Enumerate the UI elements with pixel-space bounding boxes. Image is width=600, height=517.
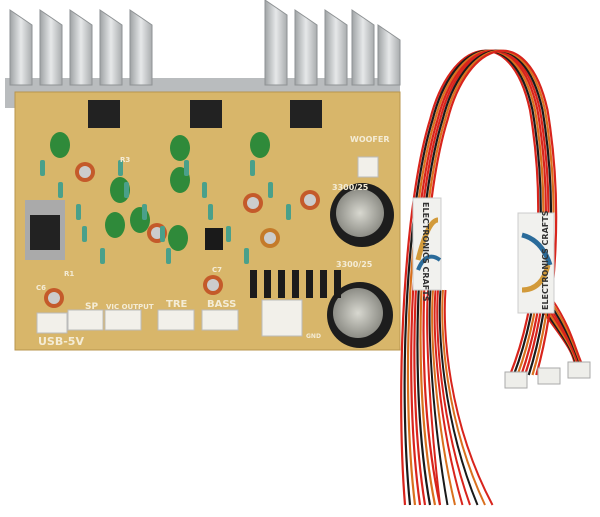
- resistor: [58, 182, 63, 198]
- sleeve-label-1: ELECTRONICS CRAFTS: [421, 202, 430, 302]
- resistor: [142, 204, 147, 220]
- diode: [306, 270, 313, 298]
- label-c6: C6: [36, 284, 46, 292]
- capacitor-top: [304, 194, 316, 206]
- heatsink-fin: [69, 9, 93, 86]
- label-woofer: WOOFER: [350, 135, 390, 144]
- wire-end: [436, 289, 471, 506]
- heatsink-fin: [351, 9, 375, 86]
- film-capacitor: [250, 132, 270, 158]
- wire-end: [433, 289, 464, 506]
- heatsink-fin: [9, 9, 33, 86]
- capacitor-top: [79, 166, 91, 178]
- resistor: [202, 182, 207, 198]
- sleeve-label-2: ELECTRONICS CRAFTS: [541, 210, 550, 310]
- resistor: [118, 160, 123, 176]
- label-vic-output: VIC OUTPUT: [106, 303, 154, 311]
- resistor: [268, 182, 273, 198]
- label-r1: R1: [64, 270, 74, 278]
- diode: [264, 270, 271, 298]
- resistor: [184, 160, 189, 176]
- capacitor-top: [48, 292, 60, 304]
- resistor: [76, 204, 81, 220]
- resistor: [226, 226, 231, 242]
- ic-chip: [205, 228, 223, 250]
- label-treble: TRE: [166, 299, 188, 310]
- label-cap-2: 3300/25: [336, 260, 373, 269]
- wire-end: [438, 289, 479, 506]
- small-components: [40, 132, 320, 308]
- film-capacitor: [50, 132, 70, 158]
- label-bass: BASS: [207, 299, 236, 310]
- heatsink-fin: [324, 9, 348, 86]
- capacitor-top: [247, 197, 259, 209]
- large-capacitors: [327, 183, 394, 348]
- diode: [278, 270, 285, 298]
- resistor: [166, 248, 171, 264]
- capacitor-top: [207, 279, 219, 291]
- heatsink-fin: [39, 9, 63, 86]
- wire: [422, 49, 558, 506]
- heatsink-fin: [129, 9, 153, 86]
- wire-end: [428, 289, 449, 506]
- diode: [320, 270, 327, 298]
- resistor: [40, 160, 45, 176]
- power-transistors: [25, 100, 322, 260]
- label-cap-1: 3300/25: [332, 183, 369, 192]
- film-capacitor: [170, 135, 190, 161]
- diode: [334, 270, 341, 298]
- resistor: [208, 204, 213, 220]
- label-c7: C7: [212, 266, 222, 274]
- label-gnd: GND: [306, 333, 321, 340]
- heatsink-fin: [377, 24, 401, 86]
- wire-end: [431, 289, 456, 506]
- heatsink: [5, 0, 401, 108]
- wire-connectors: [504, 361, 591, 389]
- heatsink-fin: [264, 0, 288, 86]
- diode: [292, 270, 299, 298]
- film-capacitor: [105, 212, 125, 238]
- heatsink-fin: [99, 9, 123, 86]
- connectors: [36, 156, 379, 337]
- film-capacitor: [168, 225, 188, 251]
- heatsink-fin: [294, 9, 318, 86]
- wire-end: [441, 289, 486, 506]
- wire-end: [443, 289, 494, 506]
- resistor: [124, 182, 129, 198]
- pcb-board: USB-5V SP VIC OUTPUT TRE BASS WOOFER 330…: [14, 91, 401, 351]
- resistor: [82, 226, 87, 242]
- diode: [250, 270, 257, 298]
- cable-sleeves: ELECTRONICS CRAFTS ELECTRONICS CRAFTS: [412, 197, 555, 314]
- wire-end: [426, 289, 441, 506]
- label-sp: SP: [85, 302, 98, 312]
- label-usb: USB-5V: [38, 335, 84, 348]
- capacitor-top: [264, 232, 276, 244]
- resistor: [286, 204, 291, 220]
- resistor: [244, 248, 249, 264]
- resistor: [250, 160, 255, 176]
- resistor: [100, 248, 105, 264]
- resistor: [160, 226, 165, 242]
- label-r3: R3: [120, 156, 130, 164]
- diodes: [250, 270, 341, 298]
